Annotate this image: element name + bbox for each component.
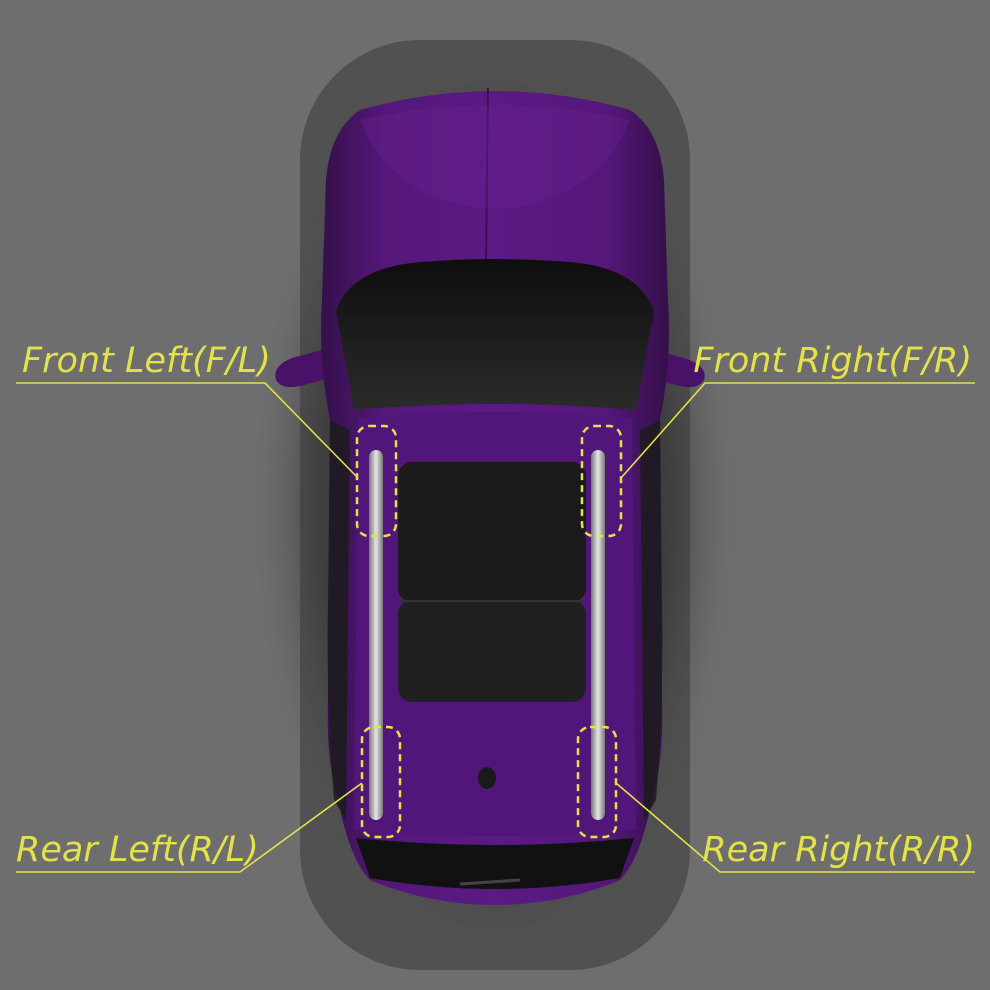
rear-window: [356, 838, 634, 889]
sunroof-rear: [398, 600, 586, 702]
highlight-box-rear-right: [576, 725, 618, 839]
antenna: [478, 767, 496, 789]
label-rear-left: Rear Left(R/L): [16, 830, 259, 870]
highlight-box-rear-left: [360, 725, 402, 839]
highlight-box-front-left: [355, 424, 398, 538]
roof-rail-left: [369, 450, 383, 820]
hood-crease: [485, 87, 489, 261]
right-side-window: [640, 420, 663, 820]
leader-line-front-right: [620, 382, 975, 479]
windshield: [336, 259, 654, 410]
left-side-window: [327, 420, 350, 820]
sunroof-front: [398, 462, 586, 602]
left-mirror: [275, 350, 330, 388]
leader-line-front-left: [16, 382, 359, 479]
rear-wiper: [459, 878, 521, 886]
hood-highlight: [360, 105, 630, 210]
label-rear-right: Rear Right(R/R): [702, 830, 975, 870]
label-front-right: Front Right(F/R): [693, 341, 972, 381]
leader-line-rear-right: [615, 782, 975, 873]
label-front-left: Front Left(F/L): [22, 341, 271, 381]
roof-rail-right: [591, 450, 605, 820]
leader-line-rear-left: [16, 782, 363, 873]
highlight-box-front-right: [580, 424, 623, 538]
